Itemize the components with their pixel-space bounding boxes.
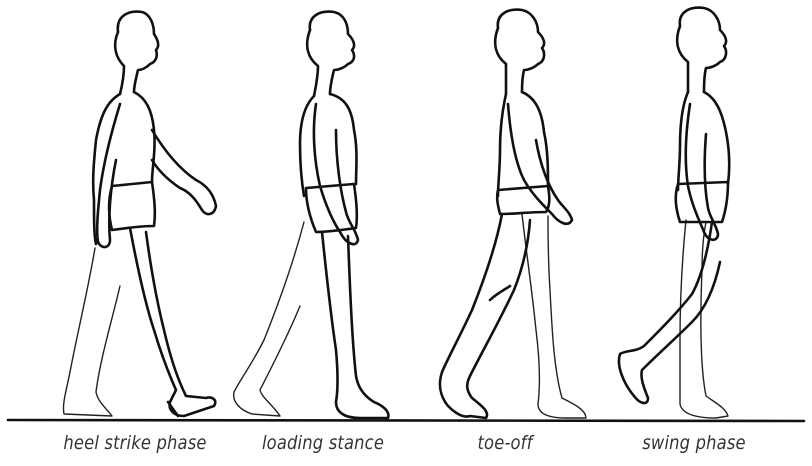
figure-loading-stance	[234, 12, 389, 418]
phase-label-heel-strike: heel strike phase	[53, 432, 216, 454]
figure-heel-strike	[63, 12, 216, 416]
figure-swing-phase	[619, 8, 729, 418]
phase-label-loading-stance: loading stance	[241, 432, 404, 454]
ground-line	[8, 420, 804, 421]
phase-label-toe-off: toe-off	[423, 432, 586, 454]
figure-toe-off	[440, 10, 586, 418]
phase-label-swing-phase: swing phase	[612, 432, 775, 454]
